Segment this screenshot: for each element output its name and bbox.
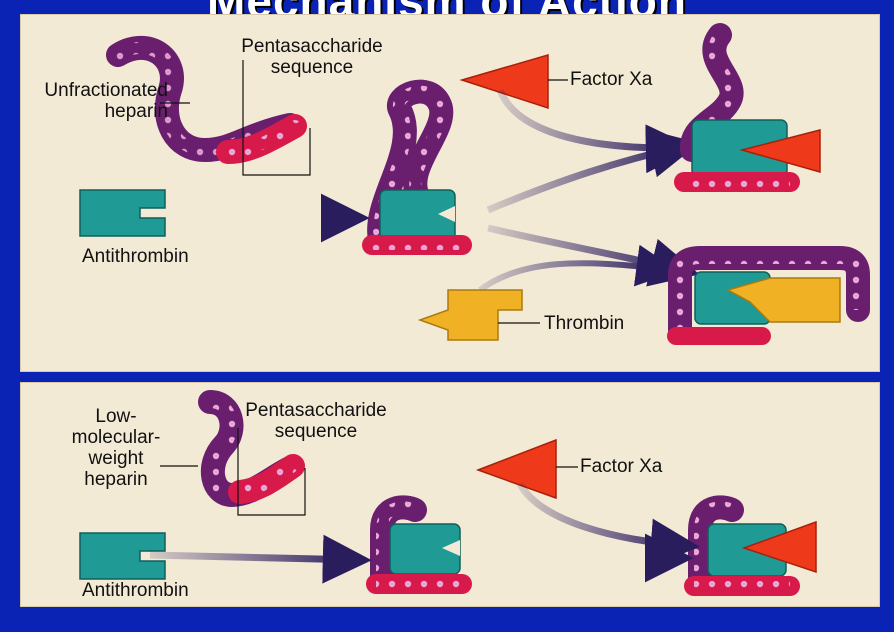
ufh-label: Unfractionated heparin — [18, 80, 168, 122]
antithrombin-label-bottom: Antithrombin — [82, 580, 189, 601]
factor-xa-label-bottom: Factor Xa — [580, 456, 662, 477]
penta-label-bottom-line2: sequence — [236, 421, 396, 442]
factor-xa-label-top: Factor Xa — [570, 69, 652, 90]
thrombin-label: Thrombin — [544, 313, 624, 334]
penta-label-top-line1: Pentasaccharide — [232, 36, 392, 57]
arrow-thrombin-in — [480, 263, 670, 290]
ufh-label-line2: heparin — [18, 101, 168, 122]
penta-label-bottom-line1: Pentasaccharide — [236, 400, 396, 421]
penta-label-bottom: Pentasaccharide sequence — [236, 400, 396, 442]
antithrombin-label-top: Antithrombin — [82, 246, 189, 267]
lmwh-antithrombin-complex — [376, 507, 462, 584]
penta-label-top: Pentasaccharide sequence — [232, 36, 392, 78]
lmwh-label-line3: weight — [60, 448, 172, 469]
lmwh-label-line2: molecular- — [60, 427, 172, 448]
xa-inhibited-complex — [684, 35, 820, 182]
lmwh-label: Low- molecular- weight heparin — [60, 406, 172, 490]
lmwh-label-line4: heparin — [60, 469, 172, 490]
arrow-to-xa-complex — [488, 145, 690, 210]
antithrombin-shape-top — [80, 190, 165, 236]
thrombin-shape — [420, 290, 522, 340]
ufh-antithrombin-complex — [372, 92, 462, 245]
factor-xa-shape-bottom — [478, 440, 556, 498]
penta-label-top-line2: sequence — [232, 57, 392, 78]
ufh-label-line1: Unfractionated — [18, 80, 168, 101]
thrombin-inhibited-complex — [676, 258, 858, 336]
lmwh-xa-complex — [694, 507, 816, 586]
lmwh-label-line1: Low- — [60, 406, 172, 427]
